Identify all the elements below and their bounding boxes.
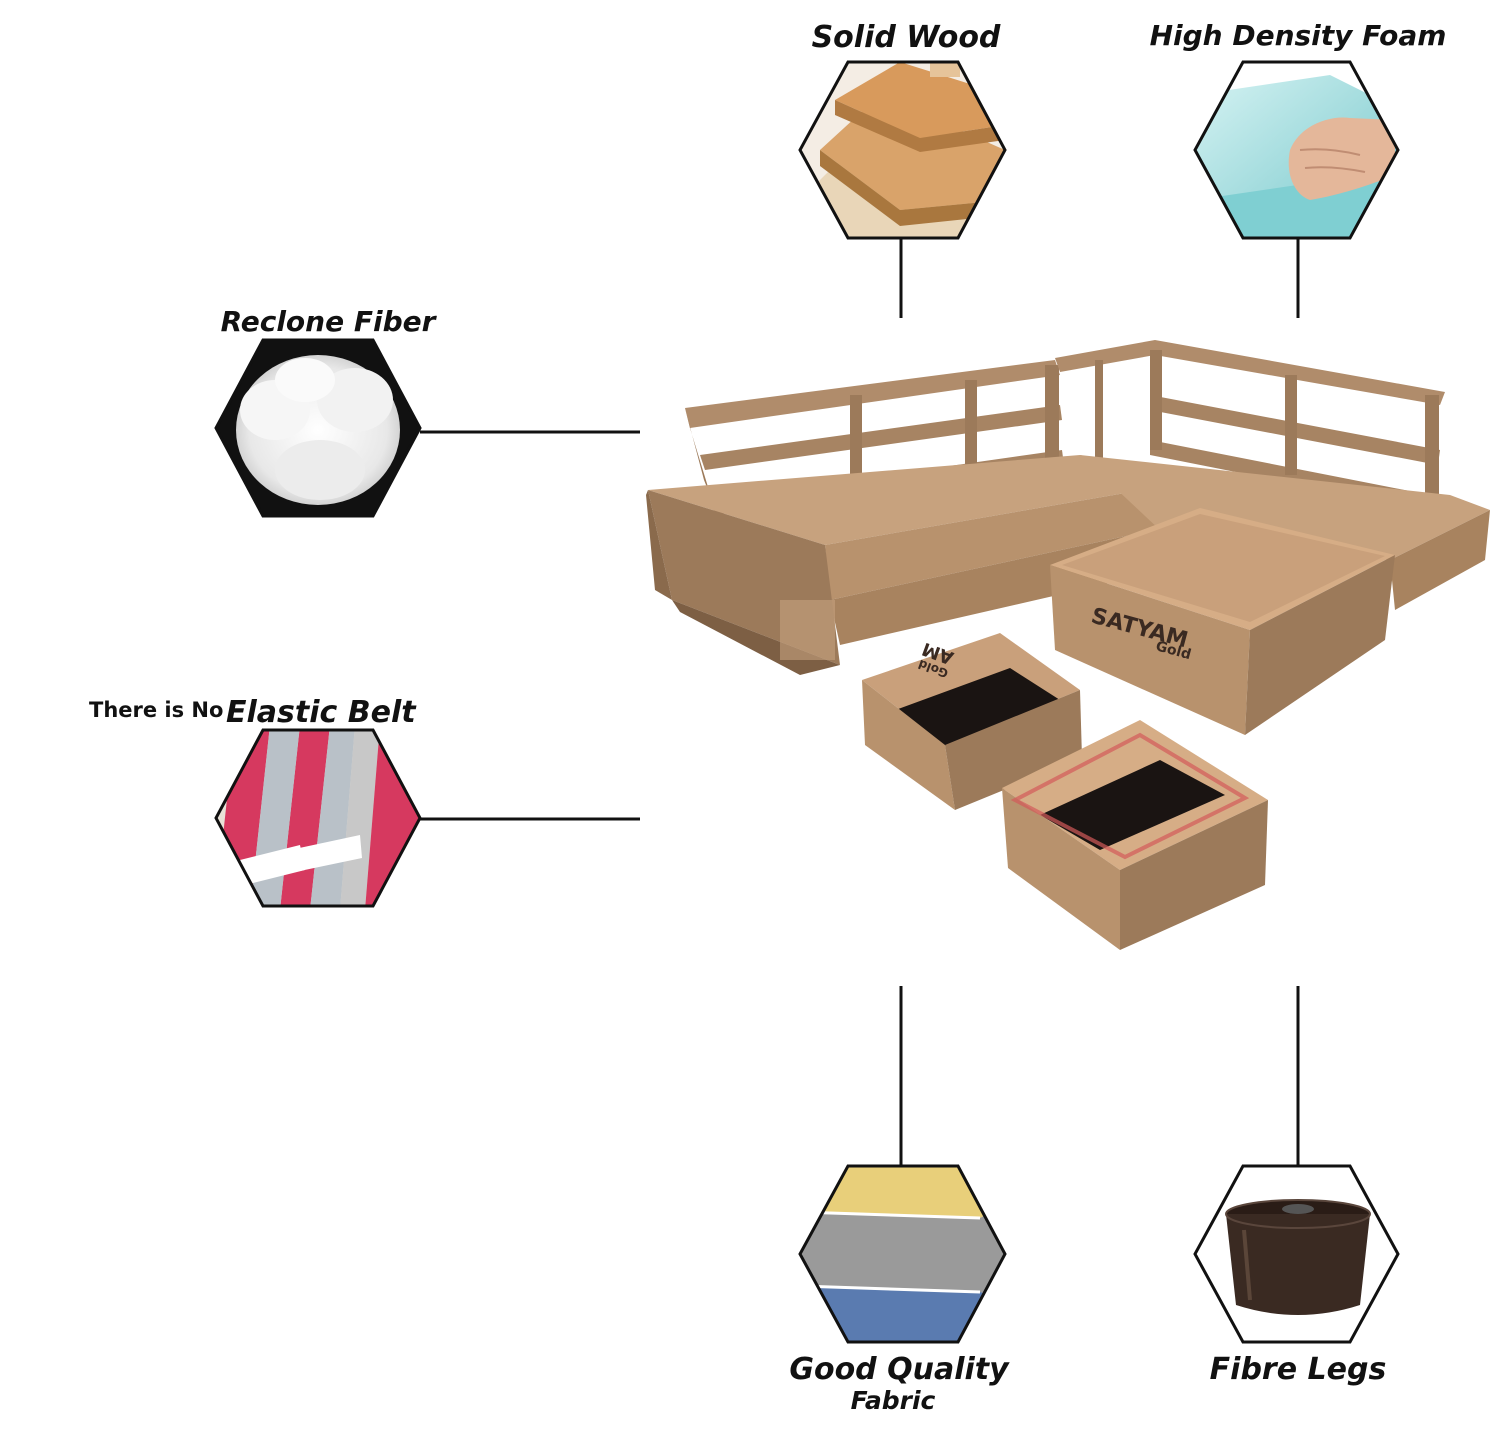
fiber-hex-frame bbox=[214, 338, 422, 518]
foam-hand-press-icon bbox=[1195, 62, 1398, 238]
feature-elastic-belt: There is No Elastic Belt bbox=[89, 695, 422, 908]
feature-solid-wood: Solid Wood bbox=[798, 20, 1007, 240]
elastic-belt-icon bbox=[216, 730, 420, 906]
legs-hex-frame bbox=[1193, 1164, 1400, 1344]
belt-label: Elastic Belt bbox=[226, 695, 417, 730]
fabric-swatches-icon bbox=[800, 1166, 1005, 1342]
sofa-leg-icon bbox=[1195, 1166, 1398, 1342]
feature-high-density-foam: High Density Foam bbox=[1150, 19, 1447, 240]
fabric-hex-frame bbox=[798, 1164, 1007, 1344]
feature-fibre-legs: Fibre Legs bbox=[1193, 1164, 1400, 1387]
fiber-fluff-icon bbox=[216, 340, 420, 516]
fabric-label-line1: Good Quality bbox=[789, 1352, 1010, 1387]
belt-prefix-label: There is No bbox=[89, 698, 223, 722]
feature-fabric: Good Quality Fabric bbox=[789, 1164, 1010, 1415]
foam-hex-frame bbox=[1193, 60, 1400, 240]
legs-label: Fibre Legs bbox=[1210, 1352, 1387, 1387]
fabric-label-line2: Fabric bbox=[851, 1386, 936, 1415]
sofa-frame-illustration: SATYAM Gold AM Gold bbox=[646, 340, 1490, 950]
connector-lines bbox=[420, 238, 1300, 1166]
solid-wood-hex-frame bbox=[798, 60, 1007, 240]
fiber-label: Reclone Fiber bbox=[221, 305, 438, 338]
feature-reclone-fiber: Reclone Fiber bbox=[214, 305, 438, 518]
plywood-layers-icon bbox=[800, 62, 1005, 238]
solid-wood-label: Solid Wood bbox=[812, 20, 1001, 55]
belt-hex-frame bbox=[214, 728, 422, 908]
foam-label: High Density Foam bbox=[1150, 19, 1447, 52]
